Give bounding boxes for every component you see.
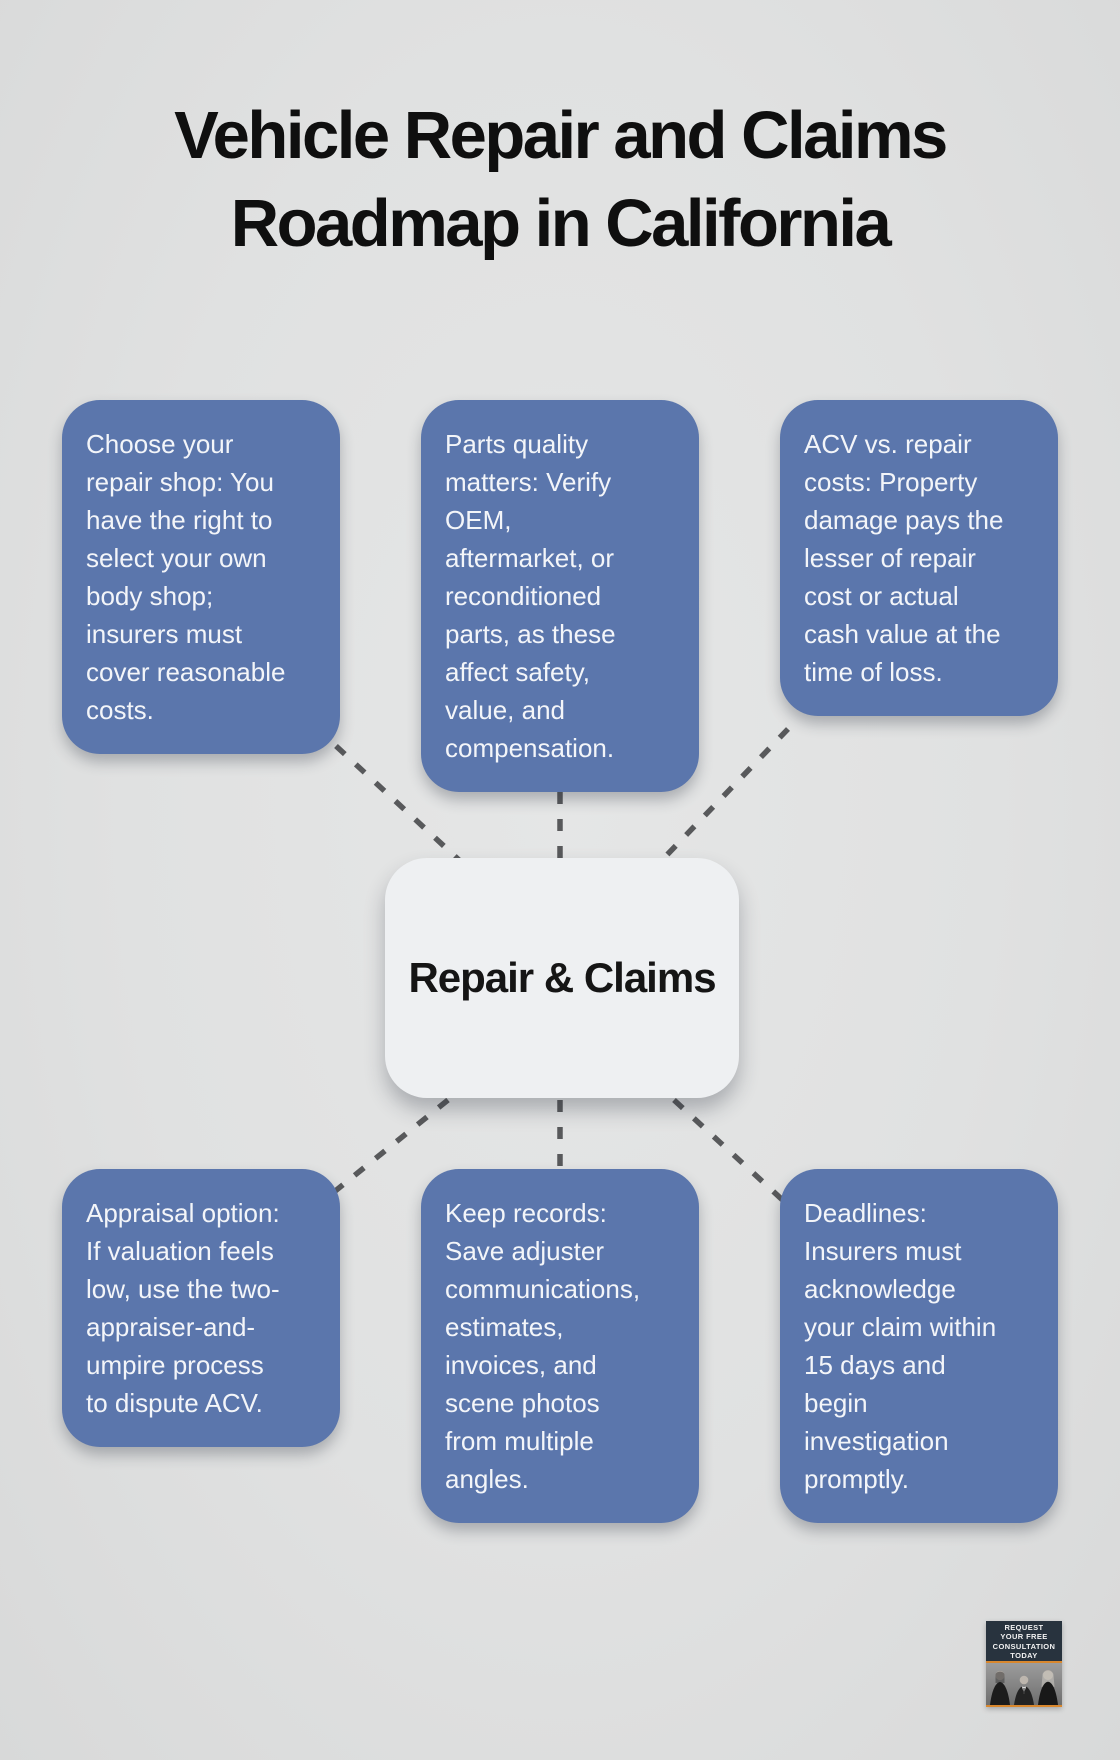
node-parts-quality: Parts quality matters: Verify OEM, after… <box>421 400 699 792</box>
page-title-line1: Vehicle Repair and Claims <box>174 98 948 173</box>
central-node: Repair & Claims <box>385 858 739 1098</box>
connector-bottom-left <box>332 1097 450 1195</box>
attorneys-photo <box>986 1663 1062 1705</box>
page-title-line2: Roadmap in California <box>230 186 892 261</box>
node-choose-repair-shop: Choose your repair shop: You have the ri… <box>62 400 340 754</box>
consultation-badge-text: REQUEST YOUR FREE CONSULTATION TODAY <box>986 1621 1062 1663</box>
connector-top-left <box>334 743 461 863</box>
consultation-badge[interactable]: REQUEST YOUR FREE CONSULTATION TODAY <box>986 1621 1062 1707</box>
connector-top-right <box>662 727 790 860</box>
central-node-label: Repair & Claims <box>408 954 716 1001</box>
badge-line3: CONSULTATION <box>992 1641 1056 1651</box>
badge-line1: REQUEST <box>1004 1622 1044 1632</box>
page-title: Vehicle Repair and Claims Roadmap in Cal… <box>0 92 1120 268</box>
node-appraisal-option: Appraisal option: If valuation feels low… <box>62 1169 340 1447</box>
badge-line4: TODAY <box>1010 1651 1038 1660</box>
node-acv-vs-repair-costs: ACV vs. repair costs: Property damage pa… <box>780 400 1058 716</box>
badge-line2: YOUR FREE <box>1000 1632 1048 1641</box>
node-deadlines: Deadlines: Insurers must acknowledge you… <box>780 1169 1058 1523</box>
node-keep-records: Keep records: Save adjuster communicatio… <box>421 1169 699 1523</box>
